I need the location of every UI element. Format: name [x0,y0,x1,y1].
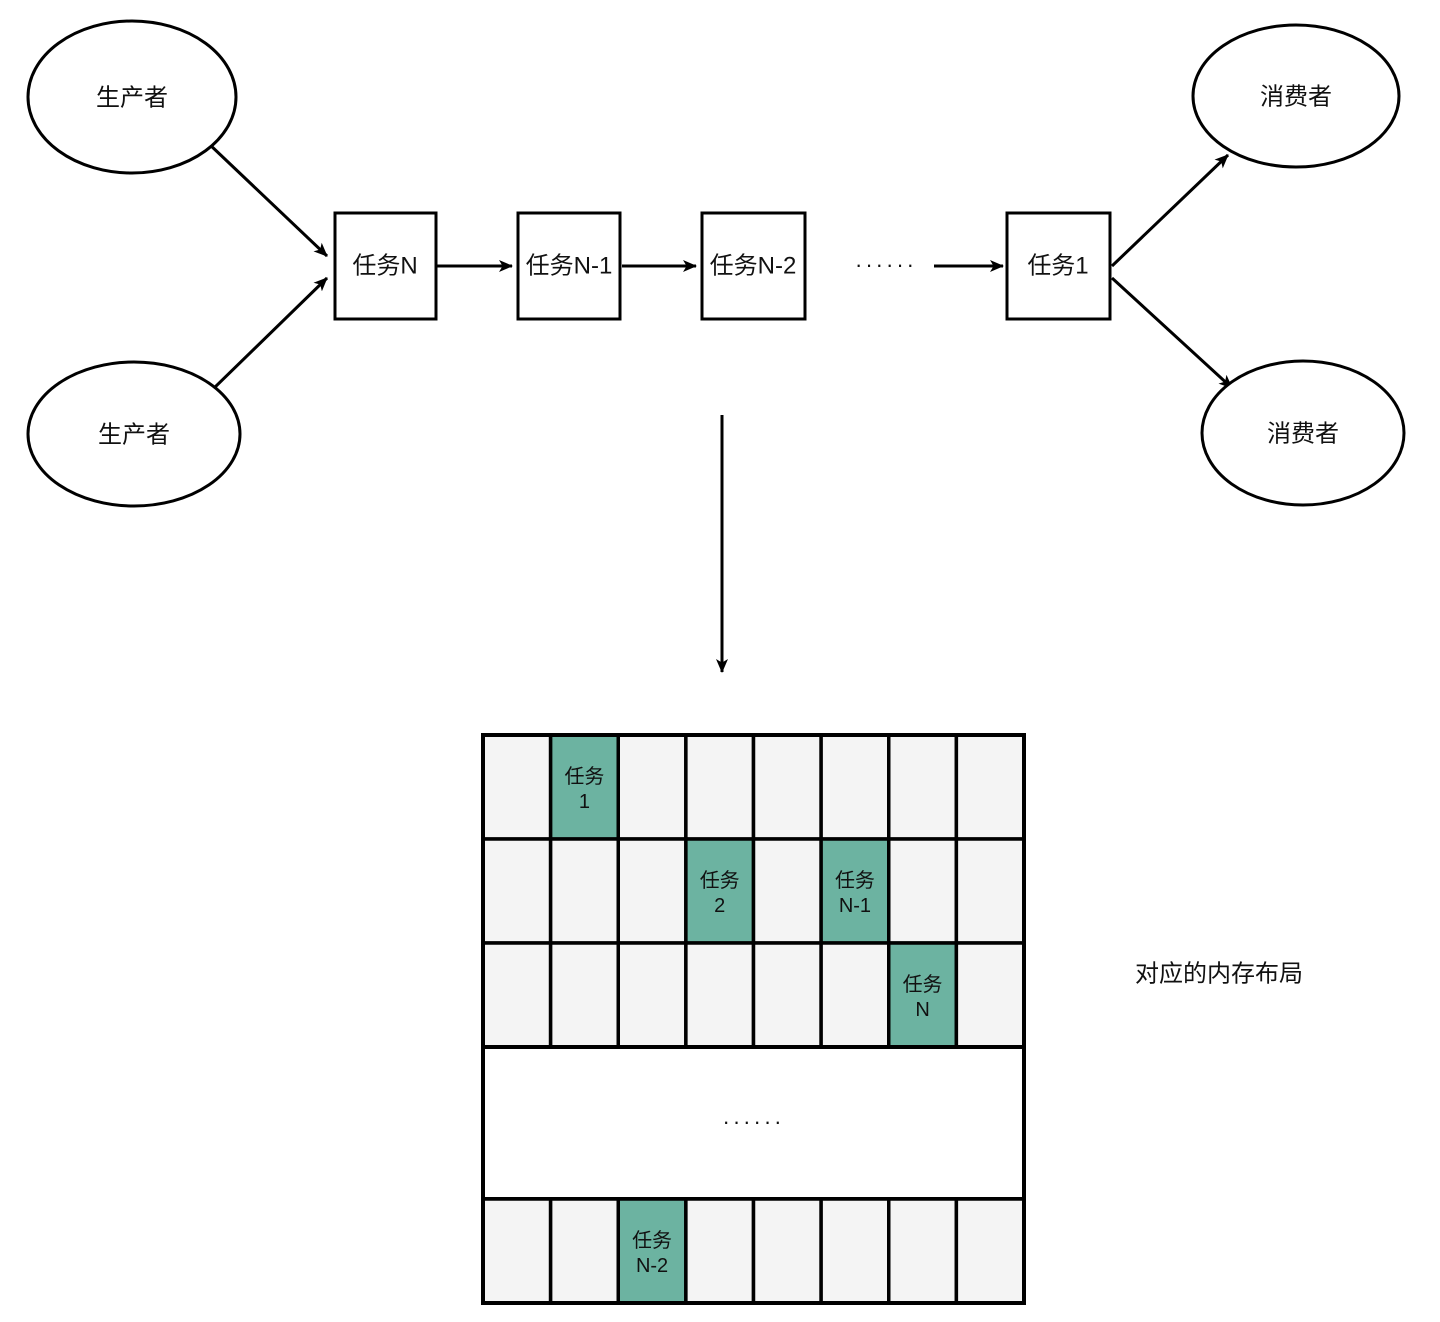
consumer-label-1: 消费者 [1260,83,1332,110]
memory-cell-empty [481,941,553,1049]
memory-cell-filled [684,837,756,945]
task-box-label-n-minus-1: 任务N-1 [526,252,613,279]
edge-task1-to-consumer2 [1110,276,1234,390]
producer-node-2[interactable]: 生产者 [26,360,242,508]
consumer-node-2[interactable]: 消费者 [1200,359,1406,507]
consumer-ellipse-1 [1191,23,1401,169]
producer-node-1[interactable]: 生产者 [26,19,238,175]
task-box-rect-n-minus-1 [516,211,622,321]
task-box-rect-n [333,211,438,321]
memory-cell-empty [548,837,620,945]
consumer-ellipse-2 [1200,359,1406,507]
memory-layout-caption: 对应的内存布局 [1135,960,1303,987]
memory-gap-row [481,1045,1026,1201]
task-box-rect-1 [1005,211,1112,321]
task-box-label-1: 任务1 [1027,252,1088,279]
producer-ellipse-2 [26,360,242,508]
memory-cell-empty [481,1197,553,1305]
memory-cell-empty [481,733,553,841]
edge-task1-to-consumer1 [1110,153,1230,268]
memory-cell-empty [954,1197,1026,1305]
producer-label-1: 生产者 [96,84,168,111]
memory-cell-empty [684,1197,756,1305]
memory-gap-ellipsis: ······ [723,1109,785,1134]
producer-label-2: 生产者 [98,421,170,448]
memory-cell-empty [954,941,1026,1049]
memory-cell-empty [819,1197,891,1305]
memory-cell-empty [616,941,688,1049]
task-box-label-n-minus-2: 任务N-2 [710,252,797,279]
memory-cell-empty [684,733,756,841]
memory-cell-empty [751,941,823,1049]
memory-cell-empty [954,733,1026,841]
edge-producer1-to-taskN [206,141,329,258]
task-box-n-minus-1[interactable]: 任务N-1 [516,211,622,321]
memory-cell-empty [751,1197,823,1305]
memory-cell-empty [481,837,553,945]
edges-group [206,141,1234,673]
memory-cell-empty [887,733,959,841]
edge-producer2-to-taskN [210,276,329,392]
memory-cell-empty [819,733,891,841]
memory-cell-empty [954,837,1026,945]
memory-cell-empty [887,837,959,945]
memory-cell-empty [751,733,823,841]
task-box-n[interactable]: 任务N [333,211,438,321]
memory-cell-empty [548,941,620,1049]
memory-cell-empty [887,1197,959,1305]
memory-cell-empty [751,837,823,945]
task-box-n-minus-2[interactable]: 任务N-2 [700,211,807,321]
producer-ellipse-1 [26,19,238,175]
task-box-rect-n-minus-2 [700,211,807,321]
memory-cell-empty [616,837,688,945]
task-box-1[interactable]: 任务1 [1005,211,1112,321]
memory-cell-empty [819,941,891,1049]
consumer-node-1[interactable]: 消费者 [1191,23,1401,169]
memory-cell-empty [548,1197,620,1305]
pipeline-ellipsis: ······ [855,252,917,277]
consumer-label-2: 消费者 [1267,420,1339,447]
memory-cell-empty [616,733,688,841]
memory-grid-border [481,733,1026,1305]
task-box-label-n: 任务N [352,252,417,279]
memory-cell-empty [684,941,756,1049]
